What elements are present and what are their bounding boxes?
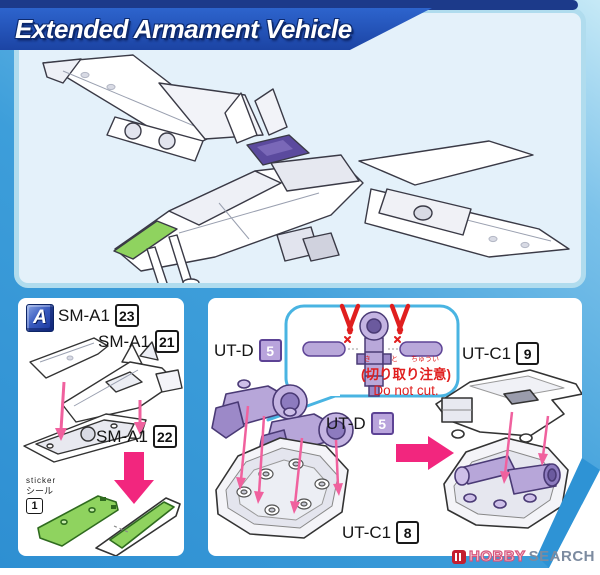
- furigana: と: [391, 356, 398, 363]
- part-label-ut-d-5-b: UT-D 5: [326, 412, 394, 435]
- part-number-box: 23: [114, 304, 139, 327]
- rear-nozzles: [276, 226, 340, 262]
- big-down-arrow: [114, 452, 154, 504]
- part-sm-a1-22-drawing: [23, 413, 147, 463]
- part-code: UT-C1: [462, 343, 512, 363]
- nose-with-sticker-drawing: [95, 497, 181, 556]
- part-number-box: 8: [396, 521, 420, 544]
- part-code: SM-A1: [98, 331, 150, 351]
- navy-top-strip: [0, 0, 578, 10]
- scissors-icon: [339, 303, 361, 343]
- hobby-search-icon: [452, 549, 466, 564]
- part-ut-c1-9-drawing: [435, 369, 582, 443]
- part-number-box: 22: [152, 425, 177, 448]
- assembly-arrows: [236, 405, 343, 514]
- part-label-ut-d-5-a: UT-D 5: [214, 339, 282, 362]
- scissors-icon: [389, 303, 411, 343]
- furigana: ちゅうい: [411, 356, 439, 363]
- part-sm-a1-21-drawing: [61, 341, 183, 423]
- canopy: [246, 134, 310, 166]
- part-code: UT-C1: [342, 522, 392, 542]
- furigana: き: [364, 356, 371, 363]
- watermark-text-hobby: HOBBY: [468, 547, 526, 565]
- title-banner: Extended Armament Vehicle: [0, 8, 432, 50]
- part-number-box: 5: [258, 339, 282, 362]
- part-number-box: 21: [154, 330, 179, 353]
- part-label-sm-a1-22: SM-A1 22: [96, 425, 177, 448]
- part-ut-c1-8-drawing: [215, 437, 349, 539]
- do-not-cut-bubble: [266, 303, 460, 422]
- step-badge-a: A: [26, 304, 54, 332]
- part-code: UT-D: [326, 413, 366, 433]
- assembly-arrows: [500, 411, 550, 484]
- part-label-sm-a1-23: SM-A1 23: [58, 304, 139, 327]
- green-nose: [113, 220, 178, 260]
- part-label-ut-c1-8: UT-C1 8: [342, 521, 420, 544]
- illustration-area: [14, 8, 586, 288]
- aircraft-illustration: [42, 54, 570, 283]
- tail-fins: [224, 88, 288, 144]
- part-code: UT-D: [214, 340, 254, 360]
- sticker-number-box: 1: [26, 498, 43, 514]
- part-label-ut-c1-9: UT-C1 9: [462, 342, 540, 365]
- step-panel-a: [18, 298, 184, 556]
- assembled-base-drawing: [443, 437, 569, 529]
- center-body: [270, 154, 360, 192]
- watermark-text-search: SEARCH: [528, 548, 596, 565]
- part-sm-a1-23-drawing: [29, 337, 109, 379]
- part-number-box: 5: [370, 412, 394, 435]
- part-number-box: 9: [516, 342, 540, 365]
- sticker-label-en: sticker: [26, 476, 57, 485]
- warning-text-jp: (切り取り注意): [361, 367, 451, 382]
- part-code: SM-A1: [96, 426, 148, 446]
- page-title: Extended Armament Vehicle: [15, 14, 352, 44]
- sticker-label-jp: シール: [26, 486, 54, 496]
- step-panel-b: [208, 298, 582, 556]
- part-code: SM-A1: [58, 305, 110, 325]
- sticker-label: sticker シール 1: [26, 476, 70, 514]
- landing-skid: [146, 234, 200, 283]
- corner-cut-decoration: [537, 458, 600, 568]
- assembly-arrows: [55, 381, 146, 441]
- panel-b-diagram: [211, 303, 582, 539]
- watermark: HOBBY SEARCH: [452, 547, 596, 566]
- sticker-1-drawing: [37, 495, 119, 547]
- left-engine-pod: [106, 116, 204, 162]
- warning-text-en: Do not cut.: [373, 383, 439, 398]
- big-right-arrow: [396, 436, 454, 470]
- panel-a-diagram: [23, 337, 183, 556]
- right-engine-pod: [378, 188, 472, 236]
- part-label-sm-a1-21: SM-A1 21: [98, 330, 179, 353]
- part-ut-d-drawing: [211, 379, 308, 439]
- ball-joint-part: [356, 311, 392, 397]
- do-not-cut-warning: き と ちゅうい (切り取り注意) Do not cut.: [351, 356, 461, 398]
